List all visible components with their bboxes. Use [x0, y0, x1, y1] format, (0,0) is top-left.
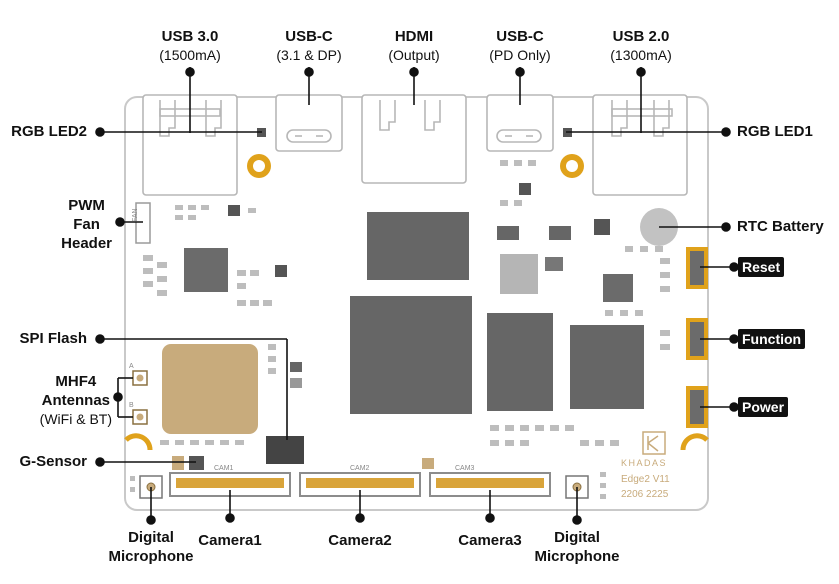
- chip-mini1: [228, 205, 240, 216]
- label-hdmi: HDMI (Output): [364, 27, 464, 65]
- label-reset: Reset: [738, 257, 785, 277]
- leader-lines: [95, 67, 739, 525]
- usb3-detail: (1500mA): [159, 47, 221, 63]
- camera1-connector: [169, 472, 291, 497]
- power-button: [686, 386, 708, 428]
- function-button: [686, 318, 708, 360]
- chip-mem1: [487, 313, 553, 411]
- chip-soc: [350, 296, 472, 414]
- hdmi-detail: (Output): [388, 47, 440, 63]
- label-rgb-led2: RGB LED2: [11, 123, 87, 140]
- silk-cam2: CAM2: [350, 465, 370, 472]
- label-pwm-fan: PWM Fan Header: [61, 196, 112, 253]
- usbc-right-detail: (PD Only): [489, 47, 551, 63]
- label-usb2: USB 2.0 (1300mA): [591, 27, 691, 65]
- pwm-fan-line1: PWM: [68, 197, 105, 214]
- corner-ring-right: [680, 433, 709, 451]
- antenna-b: [132, 409, 148, 425]
- mount-hole-left: [247, 154, 271, 178]
- g-sensor-pad: [172, 456, 184, 470]
- usbc-left-name: USB-C: [285, 28, 333, 45]
- chip-mem2: [570, 325, 644, 409]
- silk-model: Edge2 V11: [621, 474, 670, 485]
- chip-mini2: [275, 265, 287, 277]
- silk-cam1: CAM1: [214, 465, 234, 472]
- silk-date: 2206 2225: [621, 489, 669, 500]
- label-camera1: Camera1: [198, 532, 262, 549]
- chip-top: [367, 212, 469, 280]
- chip-mini3: [545, 257, 563, 271]
- label-g-sensor: G-Sensor: [19, 453, 87, 470]
- label-power: Power: [738, 397, 789, 417]
- usbc-left-port: [275, 94, 343, 152]
- mic-right-line2: Microphone: [534, 548, 620, 565]
- pwm-fan-line2: Fan: [73, 216, 100, 233]
- hdmi-port: [361, 94, 467, 184]
- corner-ring-left: [124, 433, 153, 451]
- label-mic-right: Digital Microphone: [527, 528, 627, 566]
- fan-header: [135, 202, 151, 244]
- camera2-connector: [299, 472, 421, 497]
- pwm-fan-line3: Header: [61, 235, 112, 252]
- label-camera3: Camera3: [458, 532, 522, 549]
- khadas-logo: [642, 431, 666, 455]
- chip-mini4: [594, 219, 610, 235]
- label-function: Function: [738, 329, 806, 349]
- silk-cam3: CAM3: [455, 465, 475, 472]
- mount-hole-right: [560, 154, 584, 178]
- usbc-right-name: USB-C: [496, 28, 544, 45]
- usbc-left-detail: (3.1 & DP): [276, 47, 342, 63]
- chip-light: [500, 254, 538, 294]
- mhf4-line1: MHF4: [55, 373, 97, 390]
- silk-ant-b: B: [129, 402, 134, 409]
- mic-left-line2: Microphone: [108, 548, 194, 565]
- chip-small-left: [184, 248, 228, 292]
- label-spi-flash: SPI Flash: [19, 330, 87, 347]
- wifi-module: [162, 344, 258, 434]
- label-usbc-right: USB-C (PD Only): [470, 27, 570, 65]
- mic-left-line1: Digital: [128, 529, 174, 546]
- mhf4-line3: (WiFi & BT): [39, 411, 112, 427]
- usb2-detail: (1300mA): [610, 47, 672, 63]
- label-mhf4: MHF4 Antennas (WiFi & BT): [40, 372, 112, 429]
- label-usb3: USB 3.0 (1500mA): [140, 27, 240, 65]
- silk-fan: FAN: [132, 208, 139, 222]
- spi-flash-chip: [266, 436, 304, 464]
- label-rtc-battery: RTC Battery: [737, 218, 824, 235]
- usbc-right-port: [486, 94, 554, 152]
- mic-right-line1: Digital: [554, 529, 600, 546]
- reset-button: [686, 247, 708, 289]
- usb3-name: USB 3.0: [161, 28, 219, 45]
- hdmi-name: HDMI: [394, 28, 434, 45]
- passive-components: [130, 160, 670, 499]
- label-usbc-left: USB-C (3.1 & DP): [259, 27, 359, 65]
- usb2-port: [592, 94, 688, 196]
- label-camera2: Camera2: [328, 532, 392, 549]
- label-mic-left: Digital Microphone: [101, 528, 201, 566]
- chip-mid-right: [603, 274, 633, 302]
- usb2-name: USB 2.0: [612, 28, 670, 45]
- label-rgb-led1: RGB LED1: [737, 123, 813, 140]
- cam-pad: [422, 458, 434, 469]
- mhf4-line2: Antennas: [41, 392, 110, 409]
- chip-mini5: [519, 183, 531, 195]
- silk-ant-a: A: [129, 363, 134, 370]
- antenna-a: [132, 370, 148, 386]
- g-sensor-chip: [189, 456, 204, 470]
- silk-brand: KHADAS: [621, 458, 667, 468]
